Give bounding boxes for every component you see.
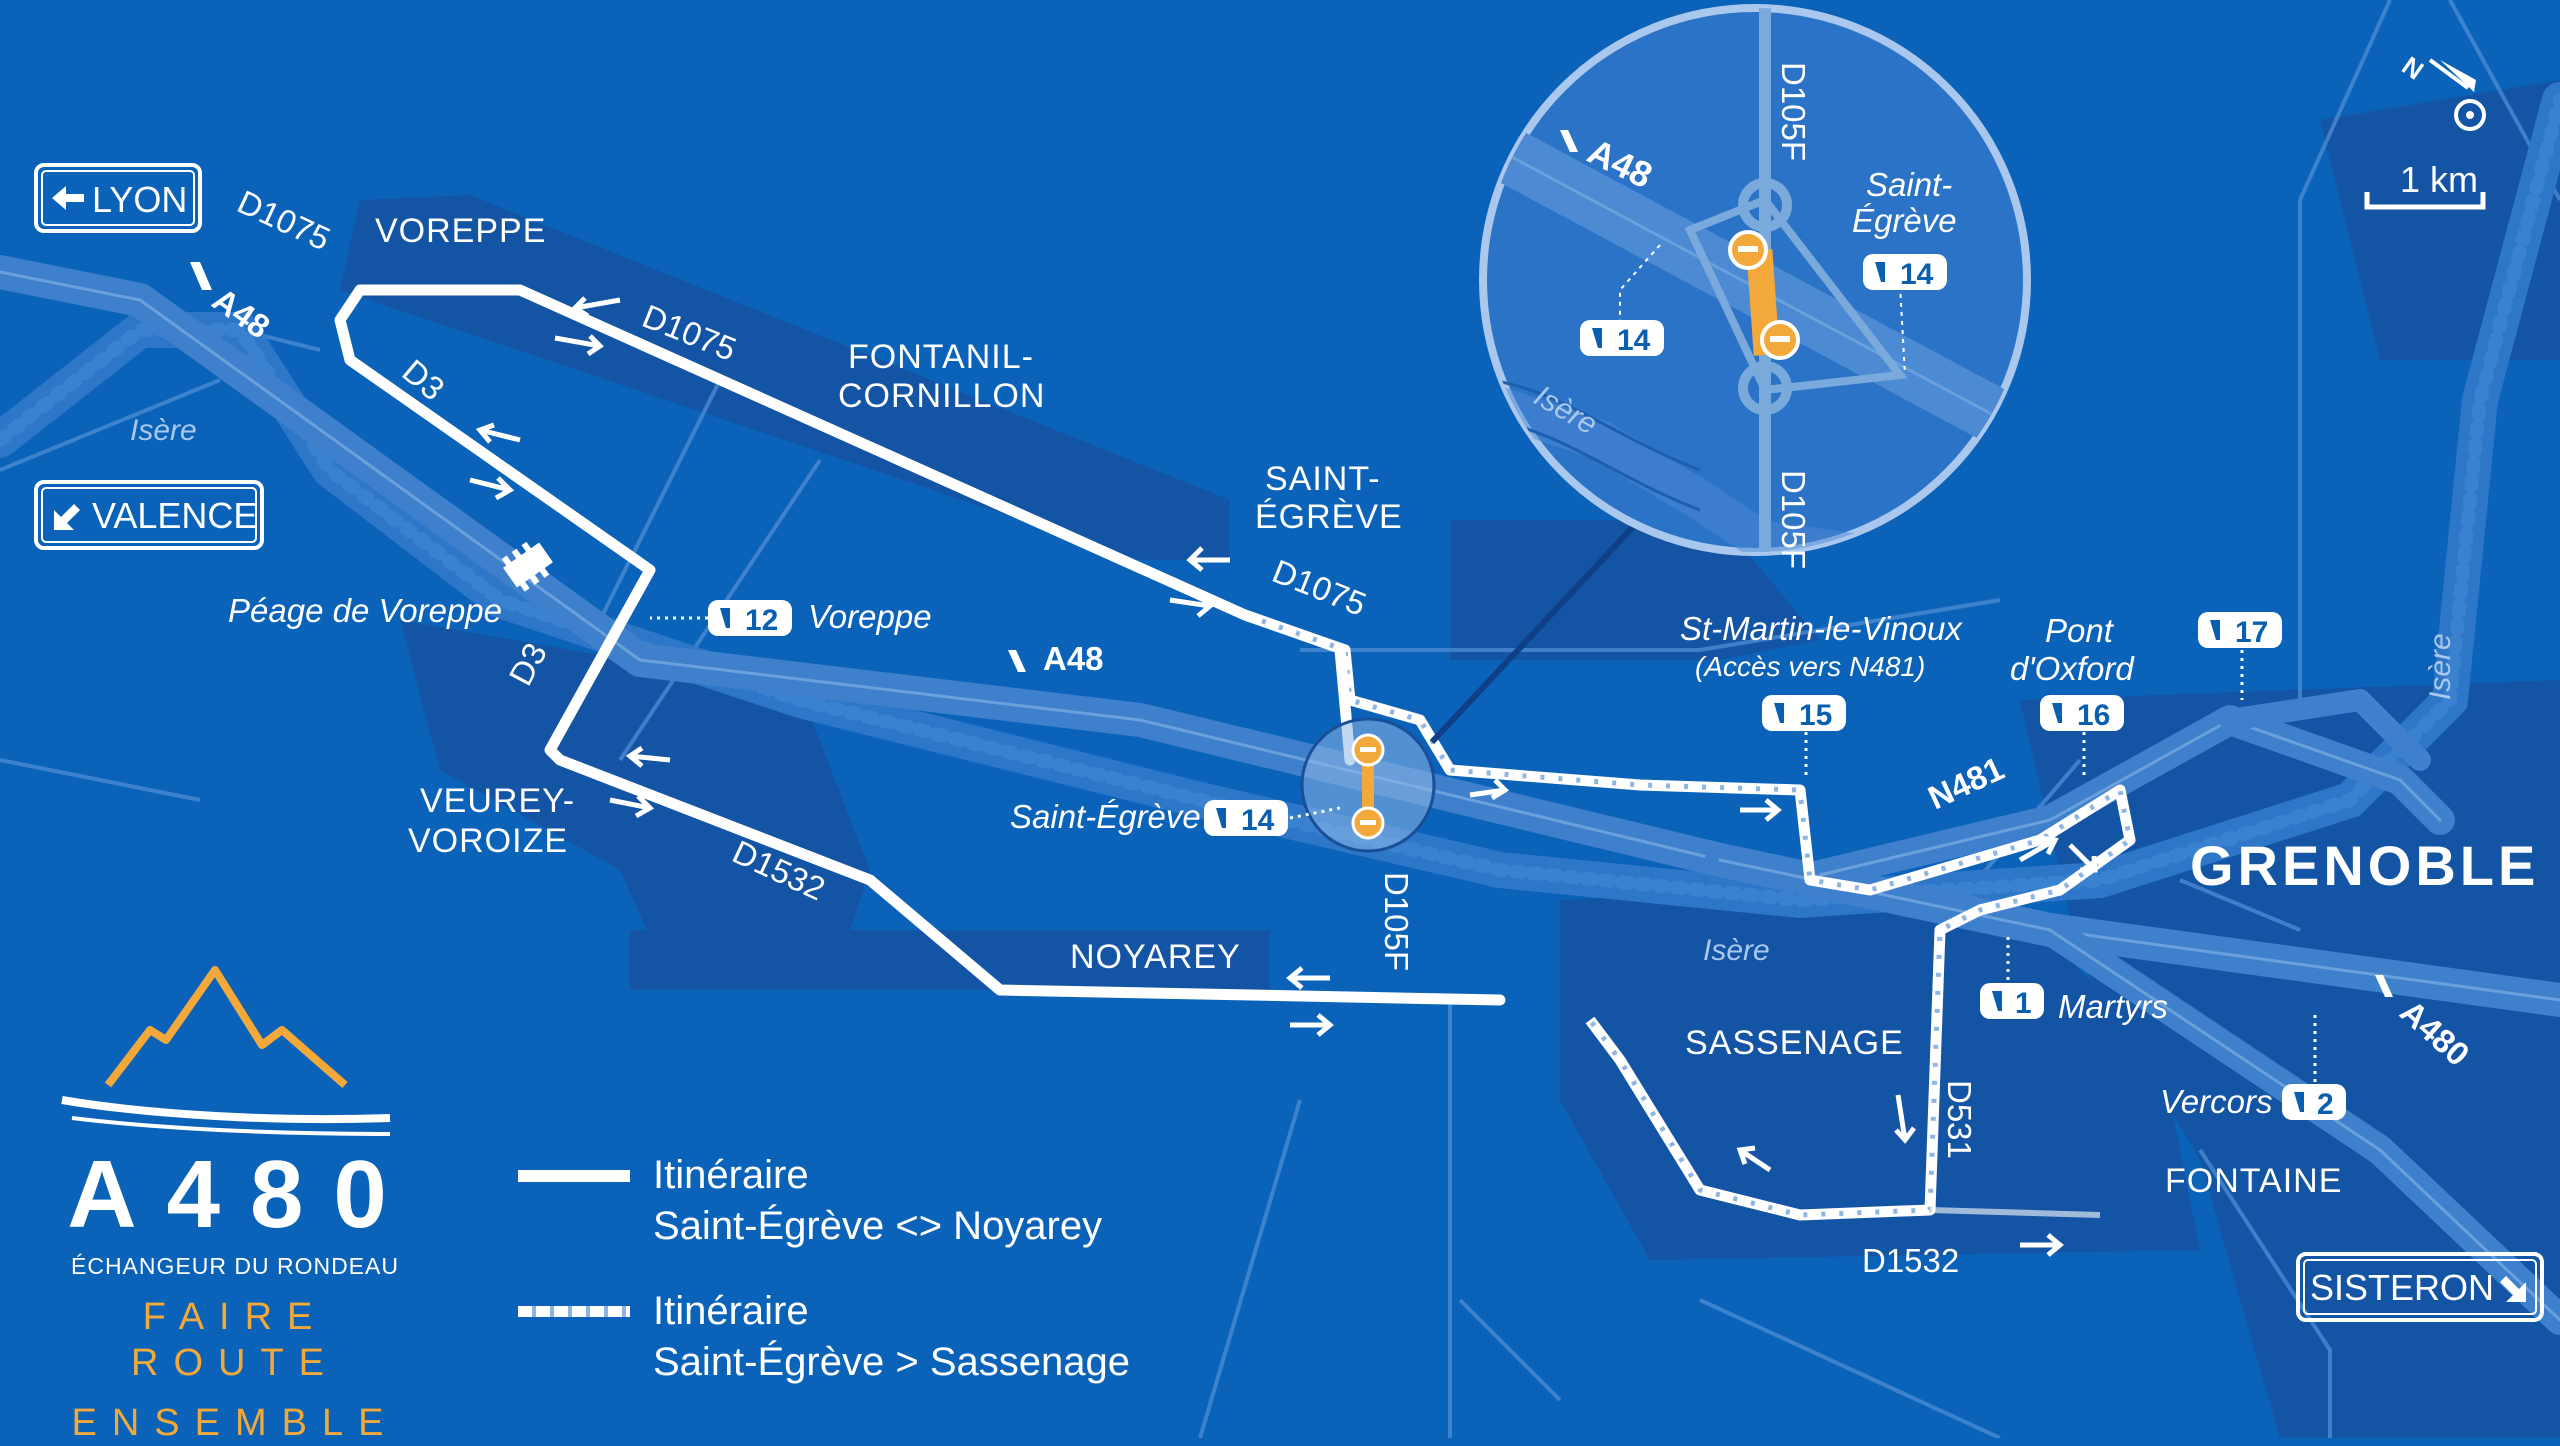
a480-logo: A480 ÉCHANGEUR DU RONDEAU FAIRE ROUTE EN… — [50, 955, 420, 1446]
exit-17-badge: 17 — [2198, 612, 2282, 649]
svg-text:2: 2 — [2317, 1088, 2334, 1121]
arrow-down-left-icon — [54, 504, 80, 530]
river-label-2: Isère — [1703, 934, 1770, 967]
svg-text:15: 15 — [1799, 699, 1832, 732]
legend-dashed-swatch — [518, 1306, 630, 1317]
sign-valence-label: VALENCE — [92, 495, 257, 536]
label-saint-egreve-1: SAINT- — [1265, 460, 1381, 498]
label-st-martin-2: (Accès vers N481) — [1695, 651, 1925, 682]
exit-badges: 12 Voreppe 14 Saint-Égrève 15 16 17 1 Ma… — [650, 598, 2346, 1121]
road-d531: D531 — [1941, 1080, 1978, 1159]
direction-arrows — [469, 296, 2098, 1257]
legend-solid-title: Itinéraire — [653, 1153, 809, 1197]
inset-d105f-bottom: D105F — [1775, 470, 1812, 569]
svg-text:14: 14 — [1241, 804, 1275, 837]
inset-zoom — [1479, 4, 2031, 556]
road-d1532-2: D1532 — [1862, 1242, 1959, 1279]
label-fontanil-2: CORNILLON — [838, 377, 1045, 415]
legend-solid-route: Saint-Égrève <> Noyarey — [653, 1204, 1103, 1248]
label-pont-2: d'Oxford — [2010, 650, 2135, 687]
inset-motorway-icon — [1560, 130, 1578, 152]
label-veurey-2: VOROIZE — [408, 822, 568, 860]
inset-exit-14-badge-b: 14 — [1863, 254, 1947, 291]
svg-text:14: 14 — [1617, 324, 1651, 357]
exit-14-name: Saint-Égrève — [1010, 798, 1201, 835]
svg-text:12: 12 — [745, 604, 778, 637]
exit-1-badge: 1 — [1980, 983, 2044, 1020]
svg-text:14: 14 — [1900, 258, 1934, 291]
label-noyarey: NOYAREY — [1070, 938, 1241, 976]
inset-exit-14-badge-a: 14 — [1580, 320, 1664, 357]
label-grenoble: GRENOBLE — [2190, 834, 2539, 897]
place-labels: VOREPPE FONTANIL- CORNILLON SAINT- ÉGRÈV… — [130, 212, 2539, 1200]
logo-title: A480 — [67, 1141, 417, 1248]
exit-12-badge: 12 — [708, 600, 792, 637]
label-st-martin-1: St-Martin-le-Vinoux — [1680, 610, 1963, 647]
label-veurey-1: VEUREY- — [420, 782, 575, 820]
label-voreppe: VOREPPE — [375, 212, 546, 250]
exit-2-name: Vercors — [2160, 1083, 2272, 1120]
exit-2-badge: 2 — [2282, 1084, 2346, 1121]
logo-slogan-1: FAIRE ROUTE — [131, 1296, 339, 1384]
arrow-down-right-icon — [2500, 1276, 2526, 1302]
road-d105f: D105F — [1378, 872, 1415, 971]
label-pont-1: Pont — [2045, 612, 2115, 649]
inset-d105f-top: D105F — [1775, 62, 1812, 161]
motorway-icon-1 — [190, 262, 212, 290]
svg-text:16: 16 — [2077, 699, 2110, 732]
arrow-left-icon — [52, 186, 84, 210]
mountain-logo-icon — [61, 966, 391, 1136]
label-fontanil-1: FONTANIL- — [848, 338, 1034, 376]
svg-text:1: 1 — [2015, 987, 2032, 1020]
exit-15-badge: 15 — [1762, 695, 1846, 732]
label-fontaine: FONTAINE — [2165, 1162, 2342, 1200]
logo-slogan-2: ENSEMBLE — [71, 1402, 399, 1444]
inset-city-2: Égrève — [1852, 202, 1957, 239]
interchange-marker — [1300, 717, 1436, 853]
highways — [0, 255, 2560, 1335]
label-saint-egreve-2: ÉGRÈVE — [1255, 498, 1403, 536]
label-peage: Péage de Voreppe — [228, 592, 502, 629]
exit-1-name: Martyrs — [2058, 988, 2168, 1025]
river-label-3: Isère — [2424, 633, 2457, 700]
road-a48-2: A48 — [1043, 640, 1104, 677]
compass-icon — [2428, 58, 2486, 131]
svg-text:17: 17 — [2235, 616, 2268, 649]
toll-icon — [501, 541, 553, 592]
exit-16-badge: 16 — [2040, 695, 2124, 732]
exit-14-badge: 14 — [1204, 800, 1288, 837]
label-sassenage: SASSENAGE — [1685, 1024, 1904, 1062]
direction-sign-lyon[interactable]: LYON — [34, 163, 202, 233]
inset-city-1: Saint- — [1866, 166, 1952, 203]
logo-subtitle: ÉCHANGEUR DU RONDEAU — [71, 1253, 399, 1279]
motorway-icon-3 — [2375, 975, 2393, 997]
route-dashed-sassenage — [1243, 609, 2136, 1221]
scale-label: 1 km — [2400, 159, 2478, 200]
sign-lyon-label: LYON — [92, 179, 187, 220]
direction-sign-valence[interactable]: VALENCE — [34, 480, 264, 550]
motorway-icon-2 — [1008, 650, 1026, 672]
scale-bar — [2364, 192, 2486, 210]
direction-sign-sisteron[interactable]: SISTERON — [2296, 1252, 2544, 1322]
exit-12-name: Voreppe — [808, 598, 932, 635]
zoom-arrow — [1429, 476, 1681, 745]
legend-solid-swatch — [518, 1170, 630, 1182]
legend-dashed-route: Saint-Égrève > Sassenage — [653, 1340, 1130, 1384]
sign-sisteron-label: SISTERON — [2310, 1267, 2494, 1308]
legend-dashed-title: Itinéraire — [653, 1289, 809, 1333]
river-label-1: Isère — [130, 414, 197, 447]
